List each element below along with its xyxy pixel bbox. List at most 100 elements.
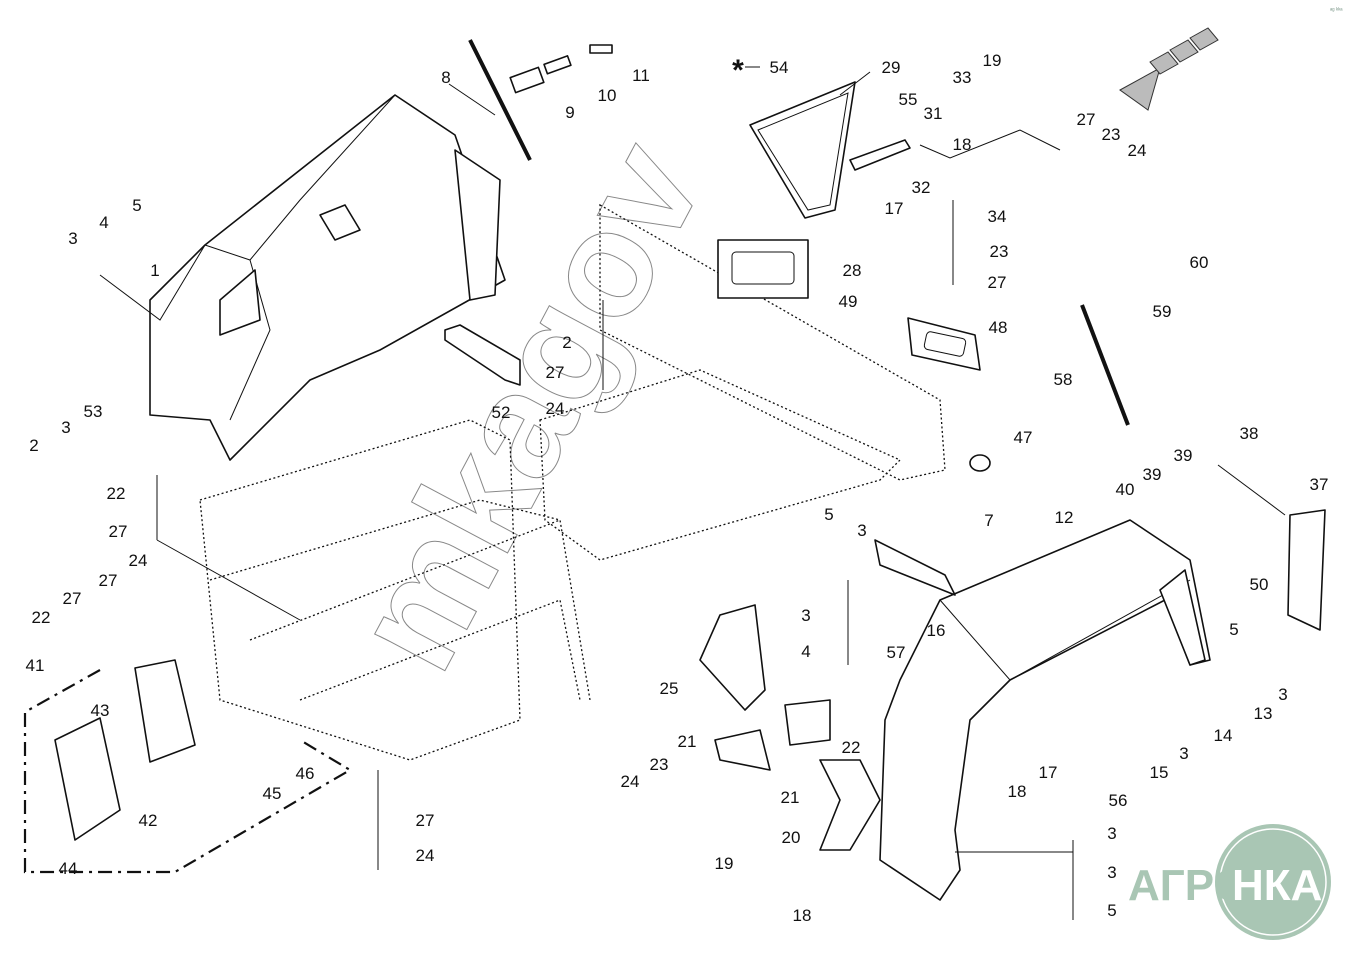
callout: 39 [1174, 446, 1193, 465]
callout: 27 [988, 273, 1007, 292]
logo-text-right: НКА [1232, 861, 1322, 910]
callout: 8 [441, 68, 450, 87]
callout: 20 [782, 828, 801, 847]
part-48-seal [907, 317, 981, 371]
callout: 9 [565, 103, 574, 122]
callout: 5 [824, 505, 833, 524]
callout: 47 [1014, 428, 1033, 447]
part-52-bracket [444, 324, 521, 386]
part-42-reflector [54, 717, 121, 841]
callout: 24 [1128, 141, 1147, 160]
callout: 18 [953, 135, 972, 154]
part-20-support [819, 759, 881, 851]
part-21-bracket [714, 729, 771, 771]
callout: 5 [1107, 901, 1116, 920]
callout: 3 [1107, 863, 1116, 882]
callout: 22 [32, 608, 51, 627]
callout: 12 [1055, 508, 1074, 527]
direction-arrow-icon [1119, 27, 1219, 111]
part-1-left-fender [149, 94, 506, 461]
callout: 40 [1116, 480, 1135, 499]
part-11-bolt [589, 44, 613, 54]
callout: 19 [715, 854, 734, 873]
callout: 24 [416, 846, 435, 865]
callout: 3 [1179, 744, 1188, 763]
callout: 27 [1077, 110, 1096, 129]
agronka-logo: АГРО НКА [1128, 824, 1331, 940]
callout: 27 [109, 522, 128, 541]
callout: 21 [678, 732, 697, 751]
chassis-frame [199, 203, 946, 761]
callout: 23 [990, 242, 1009, 261]
callout: 2 [29, 436, 38, 455]
callout: 29 [882, 58, 901, 77]
part-47-ring [969, 454, 991, 472]
callout: 23 [1102, 125, 1121, 144]
part-49-seal [717, 239, 809, 299]
part-58-strip [1080, 304, 1130, 426]
callout: 18 [793, 906, 812, 925]
callout: 5 [132, 196, 141, 215]
callout: 16 [927, 621, 946, 640]
callout: 3 [801, 606, 810, 625]
callout: 31 [924, 104, 943, 123]
part-43-frame [134, 659, 196, 763]
callout: 3 [61, 418, 70, 437]
callout: 27 [63, 589, 82, 608]
callout: 33 [953, 68, 972, 87]
callout: 13 [1254, 704, 1273, 723]
callout: 23 [650, 755, 669, 774]
callout: 1 [150, 261, 159, 280]
callout: 32 [912, 178, 931, 197]
part-8-rod [468, 39, 532, 161]
corner-mark: ᵃᵍ ᵏᵏᵃ [1330, 7, 1343, 14]
part-29-panel [749, 81, 911, 219]
part-21-bracket-b [784, 699, 831, 746]
callout: 37 [1310, 475, 1329, 494]
asterisk-icon: * [732, 54, 744, 87]
callout: 10 [598, 86, 617, 105]
callout: 58 [1054, 370, 1073, 389]
callout: 55 [899, 90, 918, 109]
part-50-flap [1287, 509, 1326, 631]
callout: 27 [99, 571, 118, 590]
callout-labels: 1 2 3 4 5 3 53 22 27 24 27 27 22 41 43 4… [26, 51, 1329, 925]
callout: 3 [1107, 824, 1116, 843]
callout: 3 [68, 229, 77, 248]
callout: 28 [843, 261, 862, 280]
callout: 25 [660, 679, 679, 698]
callout: 34 [988, 207, 1007, 226]
callout: 43 [91, 701, 110, 720]
callout: 21 [781, 788, 800, 807]
callout: 17 [885, 199, 904, 218]
callout: 7 [984, 511, 993, 530]
callout: 56 [1109, 791, 1128, 810]
callout: 11 [632, 66, 650, 85]
callout: 17 [1039, 763, 1058, 782]
callout: 3 [857, 521, 866, 540]
callout: 49 [839, 292, 858, 311]
callout: 54 [770, 58, 789, 77]
group-41-boundary [23, 669, 353, 874]
part-9-clamp [509, 55, 572, 94]
callout: 3 [1278, 685, 1287, 704]
callout: 22 [842, 738, 861, 757]
callout: 52 [492, 403, 511, 422]
part-16-bracket [874, 539, 956, 596]
callout: 22 [107, 484, 126, 503]
callout: 53 [84, 402, 103, 421]
callout: 48 [989, 318, 1008, 337]
callout: 5 [1229, 620, 1238, 639]
callout: 15 [1150, 763, 1169, 782]
callout: 45 [263, 784, 282, 803]
callout: 14 [1214, 726, 1233, 745]
leader-lines [99, 66, 1286, 920]
callout: 42 [139, 811, 158, 830]
callout: 46 [296, 764, 315, 783]
callout: 18 [1008, 782, 1027, 801]
callout: 50 [1250, 575, 1269, 594]
callout: 4 [99, 213, 108, 232]
callout: 39 [1143, 465, 1162, 484]
